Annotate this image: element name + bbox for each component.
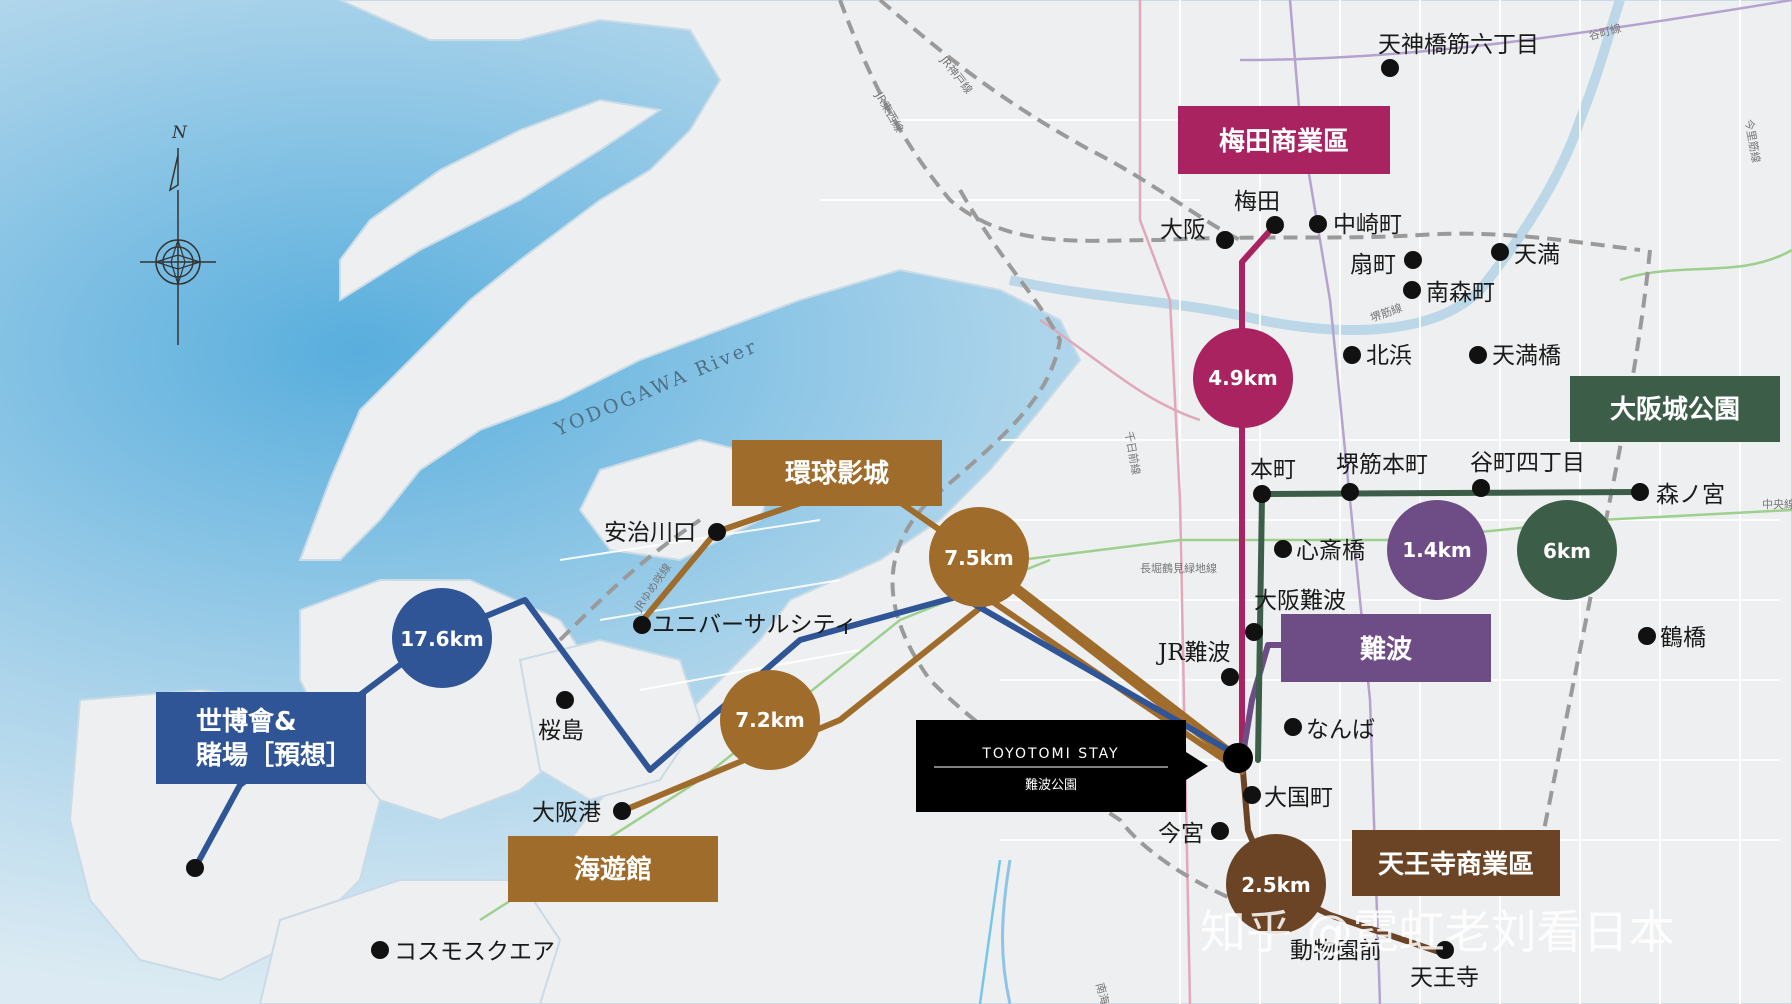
svg-text:海遊館: 海遊館 [574, 854, 652, 885]
namba-box: 難波 [1281, 614, 1491, 682]
station-osakanamba: 大阪難波 [1254, 588, 1346, 614]
svg-text:1.4km: 1.4km [1402, 538, 1472, 562]
distance-usj: 7.5km [929, 507, 1029, 607]
station-tennoji: 天王寺 [1410, 965, 1479, 991]
nagahori-label: 長堀鶴見緑地線 [1140, 561, 1217, 575]
distance-badges: 4.9km 6km 1.4km 7.5km 7.2km 17.6km 2.5km [392, 328, 1617, 934]
station-tenjinbashi: 天神橋筋六丁目 [1378, 32, 1539, 58]
station-kitahama: 北浜 [1366, 343, 1412, 369]
distance-expo: 17.6km [392, 588, 492, 688]
station-universal-city: ユニバーサルシティ [652, 612, 857, 638]
station-ogimachi: 扇町 [1350, 252, 1396, 278]
svg-text:2.5km: 2.5km [1241, 873, 1311, 897]
osakajo-box: 大阪城公園 [1570, 376, 1780, 442]
svg-text:梅田商業區: 梅田商業區 [1219, 126, 1349, 157]
svg-text:大阪城公園: 大阪城公園 [1610, 395, 1740, 425]
svg-text:世博會&: 世博會& [196, 706, 297, 737]
distance-tennoji: 2.5km [1226, 834, 1326, 934]
station-osaka: 大阪 [1160, 217, 1206, 243]
usj-box: 環球影城 [732, 440, 942, 506]
svg-text:難波: 難波 [1360, 635, 1413, 665]
svg-text:天王寺商業區: 天王寺商業區 [1378, 849, 1534, 880]
station-dobutsuenmae: 動物園前 [1290, 938, 1382, 964]
station-namba: なんば [1306, 717, 1375, 743]
svg-text:7.5km: 7.5km [944, 546, 1014, 570]
svg-text:17.6km: 17.6km [400, 627, 484, 651]
canal [1001, 859, 1012, 1004]
svg-text:賭場［預想］: 賭場［預想］ [196, 741, 352, 771]
station-imamiya: 今宮 [1158, 821, 1204, 847]
station-labels: 天神橋筋六丁目 梅田 大阪 中崎町 天満 扇町 南森町 北浜 天満橋 本町 堺筋… [394, 32, 1725, 991]
svg-text:4.9km: 4.9km [1208, 366, 1278, 390]
hotel-name: TOYOTOMI STAY [981, 746, 1119, 762]
station-tsuruhashi: 鶴橋 [1660, 625, 1706, 651]
destination-labels: 梅田商業區 大阪城公園 難波 環球影城 海遊館 世博會& 賭場［預想］ 天王寺商… [156, 106, 1780, 902]
hotel-location-dot [1223, 743, 1253, 773]
station-temmabashi: 天満橋 [1492, 343, 1561, 369]
station-daikokucho: 大国町 [1264, 785, 1333, 811]
tennoji-box: 天王寺商業區 [1352, 830, 1560, 896]
compass-icon: N [140, 123, 216, 345]
station-sakaisujihonmachi: 堺筋本町 [1336, 452, 1428, 478]
station-nakazakicho: 中崎町 [1333, 212, 1402, 238]
station-shinsaibashi: 心斎橋 [1296, 538, 1365, 564]
jr-lines [558, 0, 1652, 922]
route-umeda [1239, 222, 1278, 763]
station-tenma: 天満 [1514, 242, 1560, 268]
station-dots [186, 59, 1656, 959]
distance-umeda: 4.9km [1193, 328, 1293, 428]
station-jrnamba: JR難波 [1156, 640, 1231, 666]
station-umeda: 梅田 [1234, 189, 1280, 215]
expo-box: 世博會& 賭場［預想］ [156, 692, 366, 784]
station-minamimorimachi: 南森町 [1426, 280, 1495, 306]
station-tanimachi4: 谷町四丁目 [1470, 450, 1585, 476]
hotel-subname: 難波公園 [1025, 778, 1077, 793]
station-ajikawaguchi: 安治川口 [604, 520, 696, 546]
chuo-label: 中央線 [1762, 497, 1792, 511]
compass-north-label: N [171, 123, 188, 143]
svg-text:6km: 6km [1543, 539, 1591, 563]
station-sakurajima: 桜島 [538, 718, 584, 744]
distance-namba: 1.4km [1387, 500, 1487, 600]
station-morinomiya: 森ノ宮 [1656, 482, 1725, 508]
distance-osakajo: 6km [1517, 500, 1617, 600]
umeda-box: 梅田商業區 [1178, 106, 1390, 174]
svg-text:環球影城: 環球影城 [785, 459, 889, 489]
hotel-marker: TOYOTOMI STAY 難波公園 [916, 720, 1253, 812]
watermark: 知乎 @霓虹老刘看日本 [1200, 905, 1675, 959]
station-osakako: 大阪港 [532, 800, 601, 826]
okawa-river [1008, 0, 1625, 335]
aquarium-box: 海遊館 [508, 836, 718, 902]
svg-text:7.2km: 7.2km [735, 708, 805, 732]
distance-aquarium: 7.2km [720, 670, 820, 770]
station-honmachi: 本町 [1250, 457, 1296, 483]
station-cosmosquare: コスモスクエア [394, 939, 555, 965]
route-osakajo-2 [1259, 489, 1643, 497]
